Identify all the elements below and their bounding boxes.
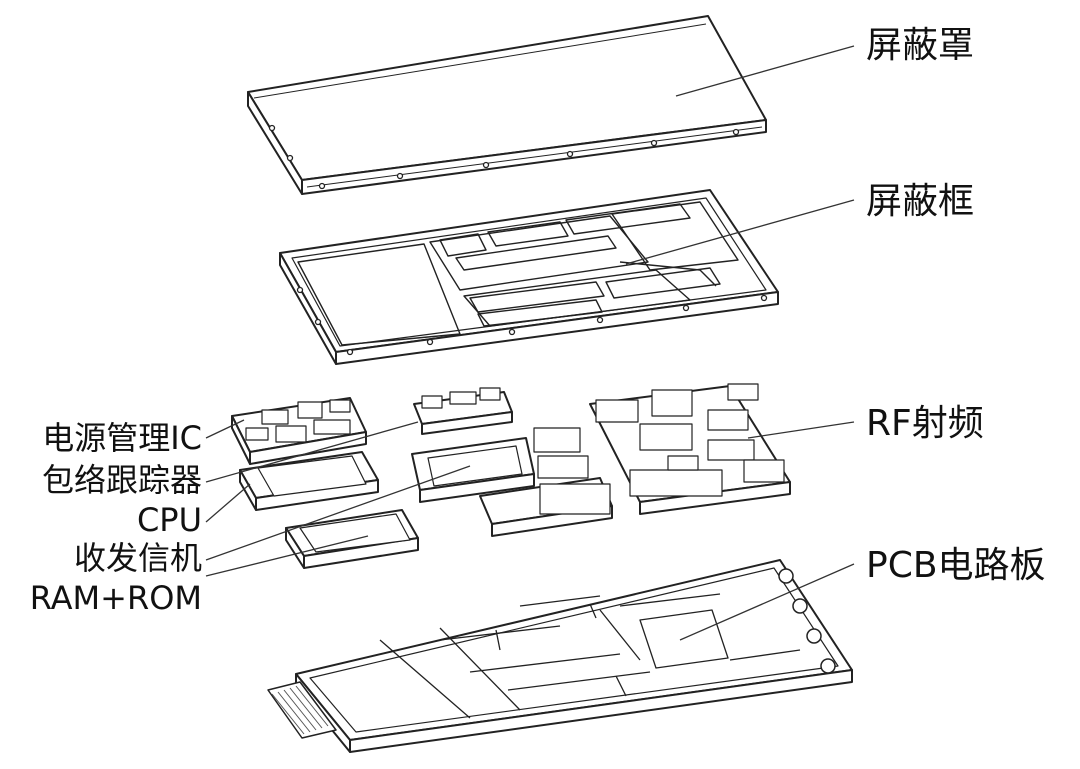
rf-module bbox=[589, 383, 791, 515]
leader-rf bbox=[747, 421, 855, 439]
shield-cover bbox=[247, 15, 767, 195]
leader-shield-cover bbox=[675, 45, 855, 97]
pcb-board bbox=[267, 559, 853, 753]
leader-envelope-tracker bbox=[205, 421, 419, 483]
envelope-tracker-module bbox=[413, 387, 513, 435]
label-pmic: 电源管理IC bbox=[42, 419, 202, 457]
pmic-module bbox=[231, 397, 367, 465]
leader-transceiver bbox=[205, 465, 471, 561]
label-memory: RAM+ROM bbox=[29, 579, 202, 617]
transceiver-module bbox=[479, 477, 613, 537]
label-rf: RF射频 bbox=[866, 403, 984, 444]
leader-memory bbox=[205, 535, 369, 577]
label-shield-frame: 屏蔽框 bbox=[866, 181, 975, 222]
processor-block bbox=[411, 427, 589, 503]
label-envelope-tracker: 包络跟踪器 bbox=[41, 461, 202, 499]
label-pcb: PCB电路板 bbox=[866, 545, 1046, 586]
label-shield-cover: 屏蔽罩 bbox=[866, 25, 975, 66]
leader-shield-frame bbox=[625, 199, 855, 265]
leader-pmic bbox=[205, 419, 245, 439]
memory-module bbox=[285, 509, 419, 569]
cpu-module bbox=[239, 451, 379, 511]
leader-pcb bbox=[679, 563, 855, 641]
leader-cpu bbox=[205, 483, 251, 523]
shield-frame bbox=[279, 189, 779, 365]
label-cpu: CPU bbox=[136, 501, 202, 539]
label-transceiver: 收发信机 bbox=[73, 539, 202, 577]
